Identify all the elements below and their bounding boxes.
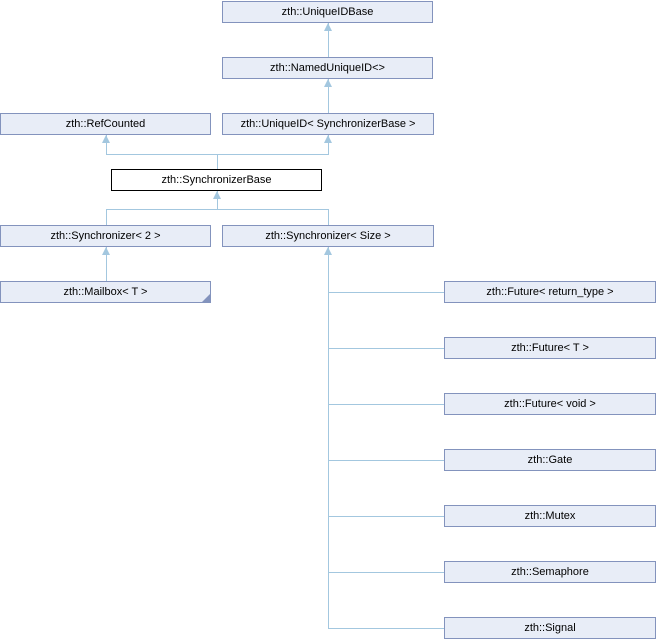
edge-branch-signal	[328, 628, 444, 629]
class-node-synchronizer-base-current: zth::SynchronizerBase	[111, 169, 322, 191]
edge-branch-future-return-type	[328, 292, 444, 293]
edge-children-to-synchronizerbase	[217, 191, 218, 209]
class-node-future-return-type[interactable]: zth::Future< return_type >	[444, 281, 656, 303]
edge-branch-gate	[328, 460, 444, 461]
edge-junction-lower	[106, 209, 329, 210]
edge-branch-mutex	[328, 516, 444, 517]
arrowhead-up-icon	[324, 23, 332, 31]
arrowhead-up-icon	[102, 135, 110, 143]
arrowhead-up-icon	[324, 135, 332, 143]
class-node-mailbox-t[interactable]: zth::Mailbox< T >	[0, 281, 211, 303]
class-node-signal[interactable]: zth::Signal	[444, 617, 656, 639]
class-node-synchronizer-2[interactable]: zth::Synchronizer< 2 >	[0, 225, 211, 247]
class-node-unique-id-synchronizer-base[interactable]: zth::UniqueID< SynchronizerBase >	[222, 113, 434, 135]
arrowhead-up-icon	[324, 79, 332, 87]
edge-to-synchronizer-2	[106, 209, 107, 225]
edge-branch-semaphore	[328, 572, 444, 573]
class-node-ref-counted[interactable]: zth::RefCounted	[0, 113, 211, 135]
edge-branch-future-t	[328, 348, 444, 349]
edge-junction-upper-stem	[217, 154, 218, 169]
edge-synchronizerbase-to-uniqueid	[328, 135, 329, 154]
class-node-named-unique-id[interactable]: zth::NamedUniqueID<>	[222, 57, 433, 79]
class-node-future-void[interactable]: zth::Future< void >	[444, 393, 656, 415]
class-node-semaphore[interactable]: zth::Semaphore	[444, 561, 656, 583]
edge-mailbox-to-synchronizer-2	[106, 247, 107, 281]
class-node-mutex[interactable]: zth::Mutex	[444, 505, 656, 527]
edge-trunk-synchronizer-size	[328, 247, 329, 628]
edge-to-synchronizer-size	[328, 209, 329, 225]
truncated-corner-icon	[201, 293, 211, 303]
class-node-future-t[interactable]: zth::Future< T >	[444, 337, 656, 359]
edge-nameduniqueid-to-uniqueidbase	[328, 23, 329, 57]
edge-uniqueid-to-nameduniqueid	[328, 79, 329, 113]
class-node-synchronizer-size[interactable]: zth::Synchronizer< Size >	[222, 225, 434, 247]
class-node-gate[interactable]: zth::Gate	[444, 449, 656, 471]
edge-synchronizerbase-to-refcounted	[106, 135, 107, 154]
class-node-unique-id-base[interactable]: zth::UniqueIDBase	[222, 1, 433, 23]
edge-branch-future-void	[328, 404, 444, 405]
